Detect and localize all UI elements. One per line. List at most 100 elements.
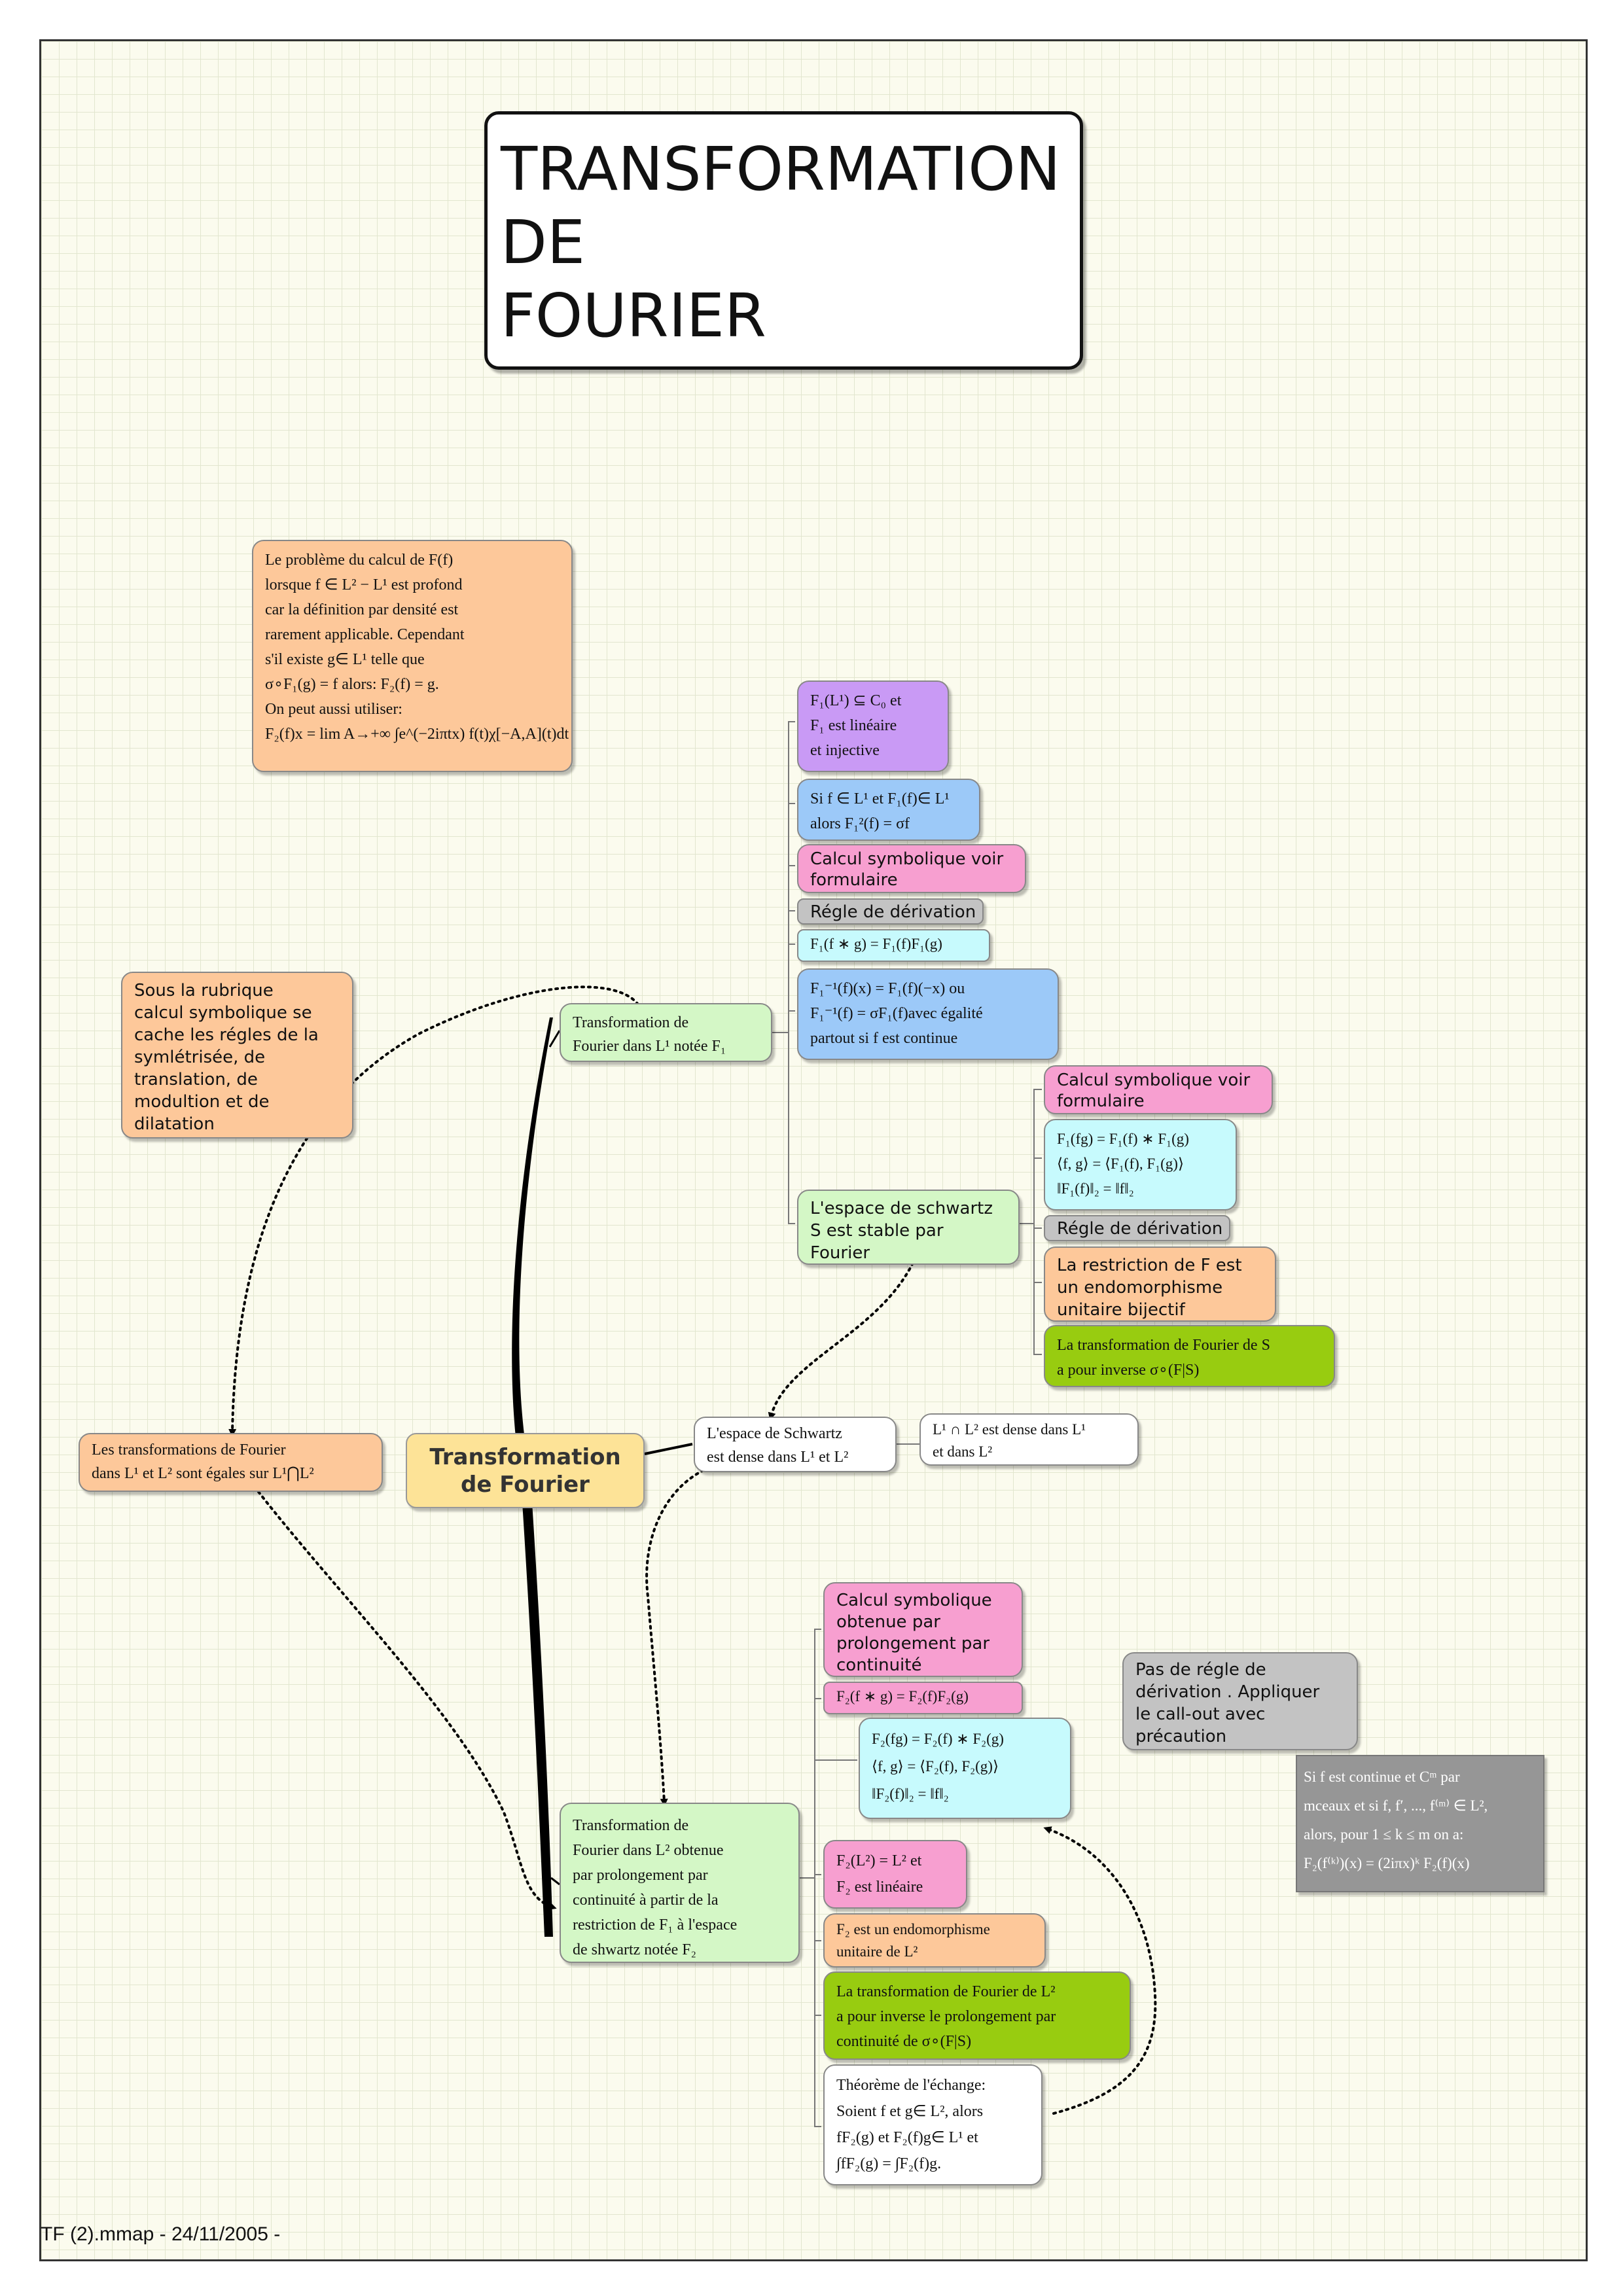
arrow-echange-to-f2formulas [1043, 1826, 1157, 2115]
arrow-schwartz-to-dense [768, 1262, 914, 1421]
node-line: Régle de dérivation [810, 902, 976, 922]
node-line: mceaux et si f, f′, ..., f⁽ᵐ⁾ ∈ L², [1304, 1797, 1488, 1814]
central-node[interactable]: Transformation de Fourier [406, 1433, 645, 1508]
node-echange[interactable]: Théorème de l'échange:Soient f et g∈ L²,… [823, 2064, 1043, 2185]
node-line: Fourier dans L² obtenue [573, 1842, 724, 1859]
node-line: lorsque f ∈ L² − L¹ est profond [265, 576, 463, 593]
node-line: cache les régles de la [134, 1025, 319, 1045]
node-line: ⟨f, g⟩ = ⟨F₂(f), F₂(g)⟩ [872, 1758, 999, 1775]
node-line: calcul symbolique se [134, 1003, 312, 1023]
node-line: S est stable par [810, 1221, 944, 1241]
node-inverse-s[interactable]: La transformation de Fourier de S a pour … [1044, 1325, 1335, 1387]
node-line: F₁⁻¹(f)(x) = F₁(f)(−x) ou [810, 980, 965, 997]
node-line: Si f ∈ L¹ et F₁(f)∈ L¹ [810, 790, 950, 807]
node-line: Pas de régle de [1135, 1660, 1266, 1680]
node-line: par prolongement par [573, 1867, 708, 1884]
node-callout[interactable]: Si f est continue et Cᵐ par mceaux et si … [1296, 1755, 1544, 1892]
node-line: Fourier dans L¹ notée F₁ [573, 1038, 726, 1055]
node-line: La transformation de Fourier de S [1057, 1337, 1270, 1354]
arrow-dense-to-f2 [645, 1469, 705, 1807]
node-line: Théorème de l'échange: [836, 2077, 986, 2094]
node-line: continuité à partir de la [573, 1892, 719, 1909]
trunk-branch-upper [548, 1030, 561, 1048]
trunk-to-f2 [550, 1877, 560, 1886]
f1-bracket [772, 721, 795, 1224]
node-line: le call-out avec [1135, 1704, 1266, 1724]
title-line: DE [501, 207, 585, 277]
central-line: de Fourier [461, 1472, 590, 1498]
node-f2-conv[interactable]: F₂(f ∗ g) = F₂(f)F₂(g) [823, 1682, 1023, 1714]
node-line: prolongement par [836, 1634, 990, 1653]
node-line: F₂(fg) = F₂(f) ∗ F₂(g) [872, 1731, 1004, 1747]
node-line: ‖F₂(f)‖₂ = ‖f‖₂ [872, 1786, 949, 1802]
node-line: ‖F₁(f)‖₂ = ‖f‖₂ [1057, 1180, 1134, 1197]
node-line: Sous la rubrique [134, 981, 274, 1000]
mindmap-canvas [39, 39, 1588, 2261]
node-line: restriction de F₁ à l'espace [573, 1916, 738, 1934]
node-line: L'espace de Schwartz [707, 1425, 842, 1442]
node-line: s'il existe g∈ L¹ telle que [265, 651, 425, 668]
node-regle-deriv-1[interactable]: Régle de dérivation [797, 898, 984, 925]
node-line: et dans L² [933, 1443, 993, 1460]
node-line: F₂(f ∗ g) = F₂(f)F₂(g) [836, 1688, 969, 1704]
node-line: précaution [1135, 1727, 1227, 1746]
central-to-schwartz-dense [644, 1443, 693, 1455]
node-line: a pour inverse le prolongement par [836, 2008, 1056, 2025]
node-line: Transformation de [573, 1817, 689, 1834]
node-line: symlétrisée, de [134, 1048, 266, 1067]
node-line: car la définition par densité est [265, 601, 459, 618]
node-line: modultion et de [134, 1092, 270, 1112]
node-line: rarement applicable. Cependant [265, 626, 465, 643]
node-regle-deriv-2[interactable]: Régle de dérivation [1044, 1215, 1230, 1241]
central-line: Transformation [429, 1444, 621, 1470]
node-f2-formulas[interactable]: F₂(fg) = F₂(f) ∗ F₂(g) ⟨f, g⟩ = ⟨F₂(f), F… [859, 1718, 1071, 1819]
node-line: unitaire bijectif [1057, 1300, 1185, 1320]
node-line: continuité de σ∘(F|S) [836, 2033, 972, 2050]
title-box: TRANSFORMATION DE FOURIER [484, 111, 1083, 370]
node-line: F₁(L¹) ⊆ C₀ et [810, 692, 902, 709]
node-line: F₂(f⁽ᵏ⁾)(x) = (2iπx)ᵏ F₂(f)(x) [1304, 1855, 1470, 1871]
node-line: La restriction de F est [1057, 1256, 1242, 1275]
f2-bracket [800, 1629, 857, 2127]
node-line: La transformation de Fourier de L² [836, 1983, 1056, 2000]
node-probleme[interactable]: Le problème du calcul de F(f) lorsque f … [252, 540, 573, 772]
node-f2-inverse[interactable]: La transformation de Fourier de L² a pour… [823, 1971, 1131, 2060]
node-line: ⟨f, g⟩ = ⟨F₁(f), F₁(g)⟩ [1057, 1156, 1184, 1172]
node-line: a pour inverse σ∘(F|S) [1057, 1362, 1200, 1379]
node-line: Calcul symbolique voir [1057, 1070, 1251, 1090]
node-line: obtenue par [836, 1612, 940, 1632]
node-f2-def[interactable]: Transformation de Fourier dans L² obtenue… [560, 1803, 800, 1963]
node-line: σ∘F₁(g) = f alors: F₂(f) = g. [265, 676, 439, 693]
title-line: FOURIER [501, 281, 766, 351]
node-line: F₁(f ∗ g) = F₁(f)F₁(g) [810, 936, 942, 952]
node-line: translation, de [134, 1070, 258, 1089]
node-line: dérivation . Appliquer [1135, 1682, 1320, 1702]
node-s-formulas[interactable]: F₁(fg) = F₁(f) ∗ F₁(g)⟨f, g⟩ = ⟨F₁(f), F… [1044, 1119, 1237, 1210]
node-line: On peut aussi utiliser: [265, 701, 402, 718]
schwartz-bracket [1018, 1089, 1042, 1355]
node-line: fF₂(g) et F₂(f)g∈ L¹ et [836, 2129, 978, 2146]
title-line: TRANSFORMATION [501, 134, 1061, 204]
node-line: Si f est continue et Cᵐ par [1304, 1769, 1460, 1785]
node-line: alors, pour 1 ≤ k ≤ m on a: [1304, 1826, 1464, 1843]
node-f1-conv[interactable]: F₁(f ∗ g) = F₁(f)F₁(g) [797, 929, 990, 962]
node-line: formulaire [1057, 1091, 1145, 1111]
node-line: partout si f est continue [810, 1030, 958, 1047]
main-trunk [512, 1017, 553, 1937]
